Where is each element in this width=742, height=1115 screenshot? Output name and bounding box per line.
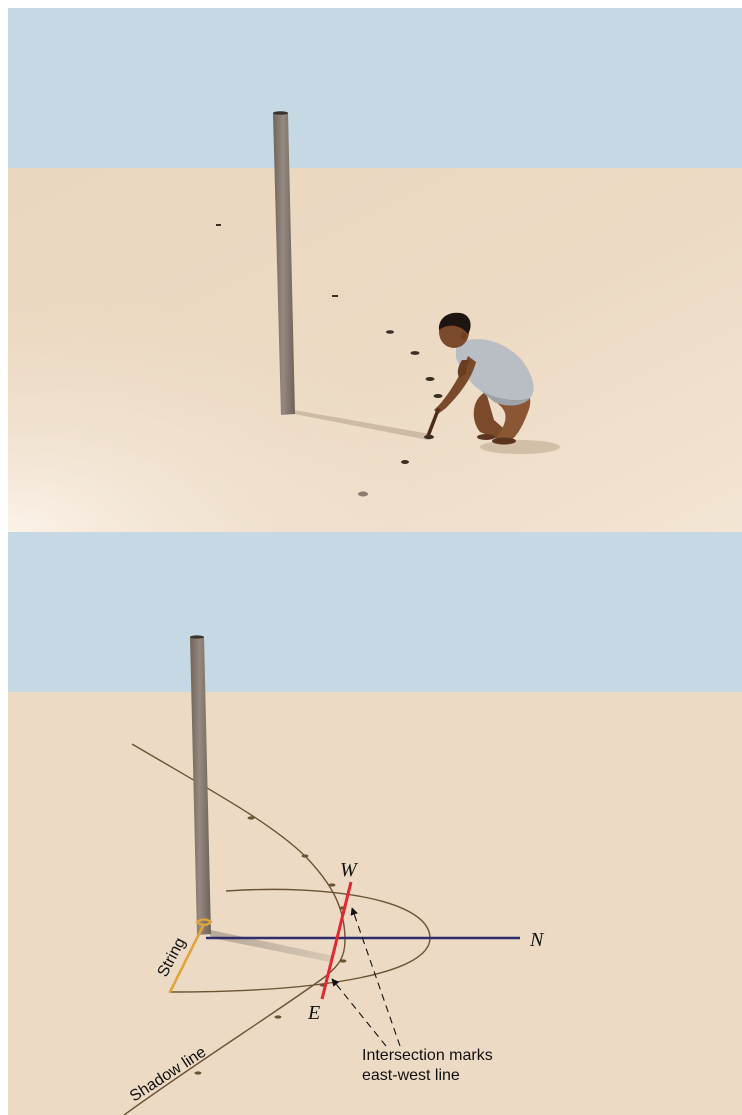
shadow-mark <box>426 377 435 381</box>
shadow-mark <box>248 816 255 819</box>
shadow-mark <box>358 492 368 497</box>
ground-glow <box>8 168 742 532</box>
bottom-panel: W N E String Intersection marks east-wes… <box>8 532 742 1115</box>
shadow-mark <box>216 224 221 226</box>
shadow-mark <box>386 330 394 334</box>
sky <box>8 532 742 692</box>
pole-top <box>190 635 204 638</box>
shadow-mark <box>434 394 443 398</box>
intersection-label-line2: east-west line <box>362 1067 460 1084</box>
person-foot <box>492 438 516 445</box>
shadow-mark <box>302 854 309 857</box>
pole-top <box>273 111 288 115</box>
shadow-mark <box>329 883 336 886</box>
west-label: W <box>340 859 359 881</box>
shadow-mark <box>340 959 347 962</box>
person-shadow <box>480 440 560 454</box>
east-label: E <box>307 1002 320 1024</box>
top-panel <box>8 8 742 532</box>
sky <box>8 8 742 168</box>
person-foot <box>477 434 495 440</box>
shadow-mark <box>275 1015 282 1018</box>
shadow-mark <box>401 460 409 464</box>
shadow-mark <box>332 295 338 297</box>
shadow-mark <box>411 351 420 355</box>
intersection-label-line1: Intersection marks <box>362 1047 493 1064</box>
north-label: N <box>529 929 545 951</box>
shadow-mark <box>195 1071 202 1074</box>
